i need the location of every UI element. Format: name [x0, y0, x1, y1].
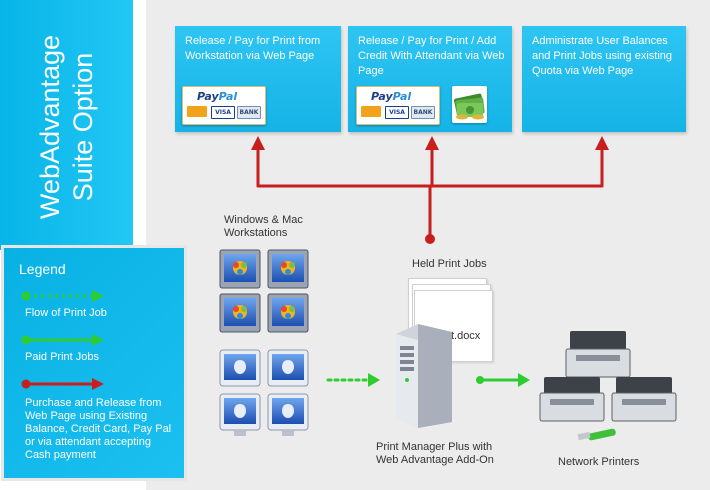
- mastercard-icon: [187, 106, 207, 117]
- legend-solid-red-arrow: [21, 378, 104, 390]
- visa-icon: VISA: [211, 106, 235, 119]
- card-workstation-release-text: Release / Pay for Print from Workstation…: [185, 35, 321, 62]
- legend-solid-green-arrow: [21, 334, 104, 346]
- legend-panel: Legend Flow of Print Job Paid Print Jobs…: [4, 248, 184, 478]
- mastercard-icon: [361, 106, 381, 117]
- mac-monitor-icon: [219, 393, 261, 436]
- workstations-label: Windows & Mac Workstations: [224, 214, 303, 239]
- bank-icon: BANK: [237, 106, 261, 119]
- printer-icon: [565, 331, 631, 378]
- legend-dotted-green-arrow: [21, 290, 104, 302]
- mac-monitor-icon: [219, 349, 261, 387]
- windows-monitor-icon: [267, 249, 309, 289]
- paypal-logo: PayPal VISA BANK: [182, 86, 266, 125]
- windows-monitor-icon: [219, 293, 261, 333]
- paypal-logo: PayPal VISA BANK: [356, 86, 440, 125]
- legend-swatches: [21, 290, 104, 390]
- held-jobs-label: Held Print Jobs: [412, 258, 487, 270]
- legend-item-flow: Flow of Print Job: [25, 307, 107, 319]
- bank-icon: BANK: [411, 106, 435, 119]
- server-label: Print Manager Plus with Web Advantage Ad…: [376, 441, 494, 466]
- paypal-wordmark: PayPal: [371, 90, 412, 103]
- mac-monitor-icon: [267, 349, 309, 387]
- server-tower-icon: [396, 324, 452, 428]
- mac-monitor-icon: [267, 393, 309, 436]
- card-admin-balances: Administrate User Balances and Print Job…: [522, 26, 686, 132]
- paypal-wordmark: PayPal: [197, 90, 238, 103]
- card-admin-balances-text: Administrate User Balances and Print Job…: [532, 35, 673, 77]
- visa-icon: VISA: [385, 106, 409, 119]
- legend-item-paid: Paid Print Jobs: [25, 351, 99, 363]
- windows-monitor-icon: [219, 249, 261, 289]
- usb-connector-icon: [577, 428, 616, 441]
- printer-icon: [539, 377, 605, 422]
- printers-group: [539, 331, 677, 441]
- printers-label: Network Printers: [558, 456, 640, 468]
- card-attendant-release-text: Release / Pay for Print / Add Credit Wit…: [358, 35, 505, 77]
- workstations-group: [219, 249, 309, 436]
- printer-icon: [611, 377, 677, 422]
- side-banner: WebAdvantage Suite Option: [0, 0, 133, 250]
- cash-icon: [452, 86, 487, 123]
- legend-item-purchase: Purchase and Release from Web Page using…: [25, 397, 172, 461]
- windows-monitor-icon: [267, 293, 309, 333]
- legend-title: Legend: [19, 261, 66, 277]
